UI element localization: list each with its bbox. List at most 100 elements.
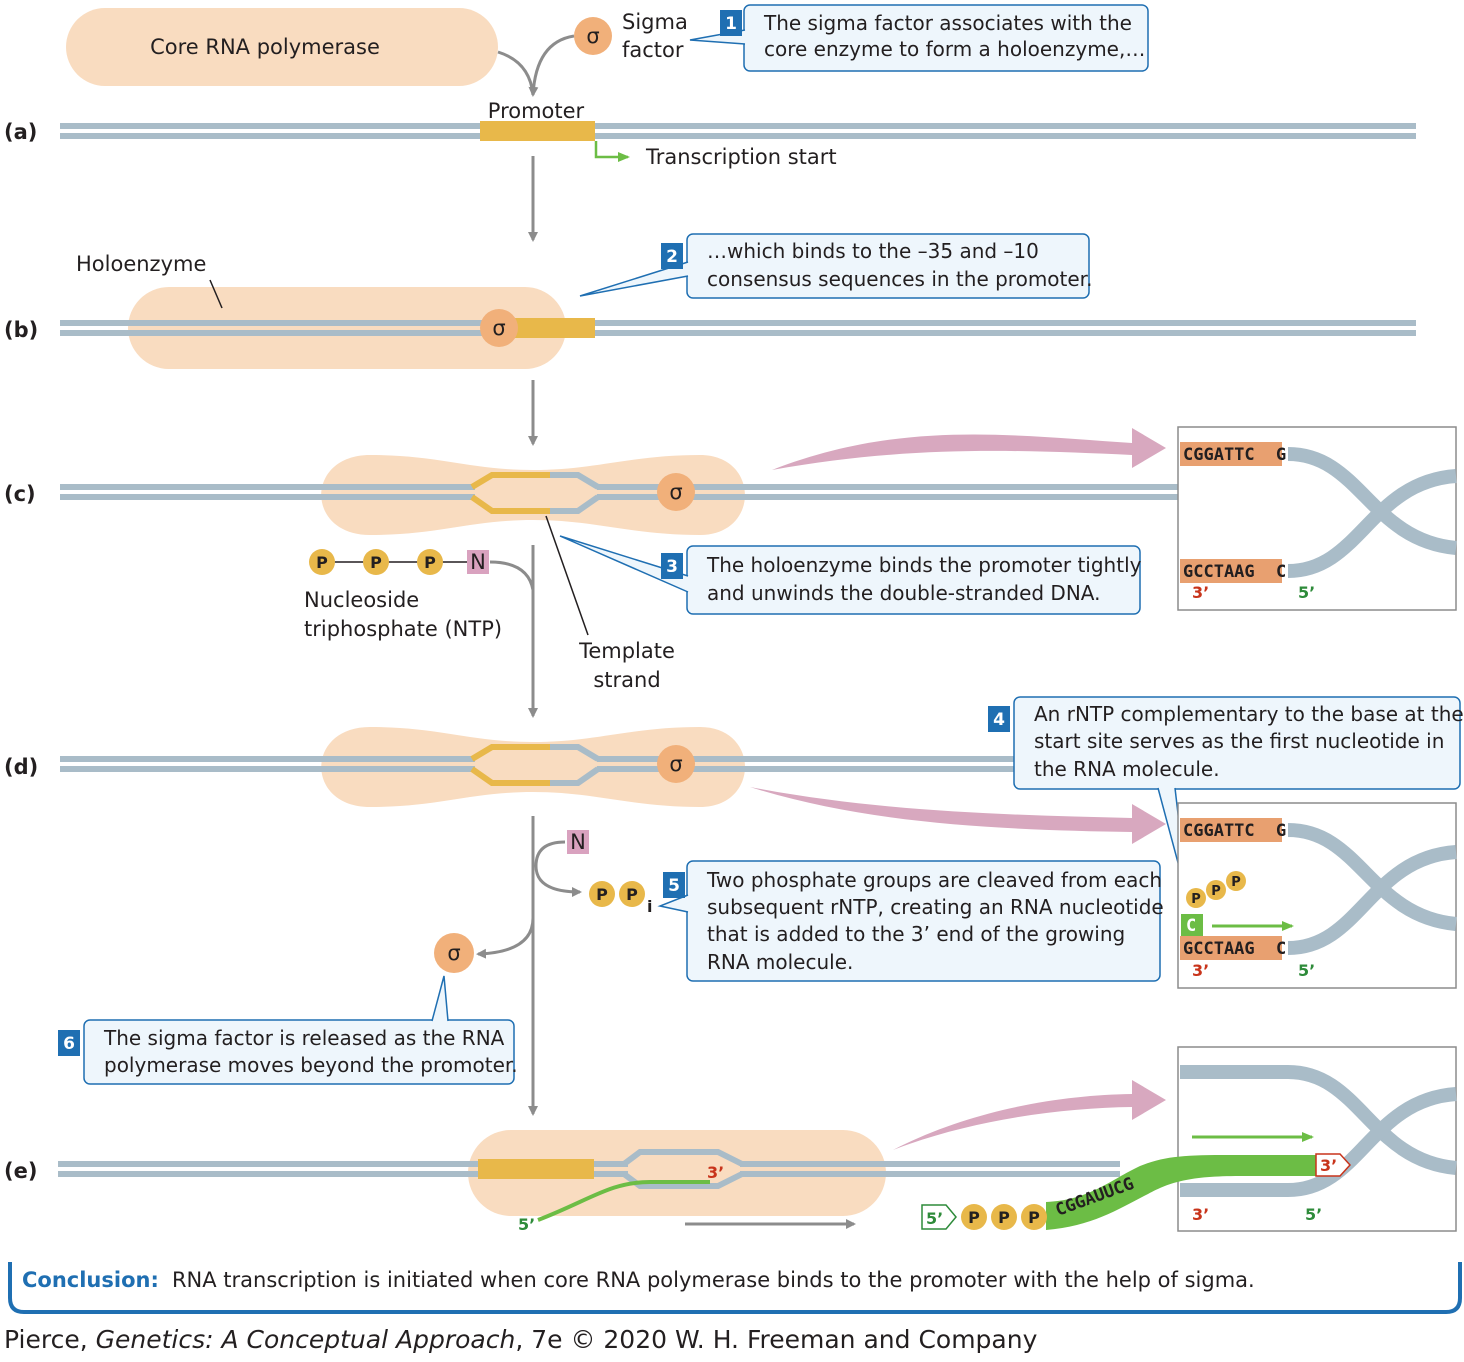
dna-top-right-c <box>597 484 1179 490</box>
svg-text:the RNA molecule.: the RNA molecule. <box>1034 757 1220 781</box>
callout-1: 1 The sigma factor associates with the c… <box>689 4 1149 72</box>
svg-text:1: 1 <box>725 14 737 34</box>
svg-text:i: i <box>647 897 652 916</box>
callout-5: 5 Two phosphate groups are cleaved from … <box>657 860 1164 982</box>
svg-text:start site serves as the first: start site serves as the first nucleotid… <box>1034 729 1444 753</box>
credit-rest: , 7e © 2020 W. H. Freeman and Company <box>515 1325 1037 1354</box>
dna-bottom-left-e <box>58 1171 628 1177</box>
dna-bottom-right-e <box>740 1171 1120 1177</box>
rntp-phosphate-1 <box>1186 888 1206 908</box>
bubble-bottom-promoter-c <box>470 494 550 514</box>
pyrophosphate-1 <box>589 881 615 907</box>
panel-b: Holoenzyme (b) σ 2 …which binds to the –… <box>4 233 1416 369</box>
dna-top-right-d <box>597 756 1015 762</box>
panel-c: (c) σ P P P N Nucleoside triphosphate (N… <box>4 426 1457 692</box>
bubble-top-promoter-c <box>470 472 550 490</box>
svg-text:P: P <box>370 553 382 572</box>
rna-phosphate-3 <box>1021 1204 1047 1230</box>
svg-text:P: P <box>1191 892 1201 907</box>
svg-text:polymerase moves beyond the pr: polymerase moves beyond the promoter. <box>104 1053 518 1077</box>
svg-text:P: P <box>1211 884 1221 899</box>
promoter-region-b <box>508 318 595 338</box>
svg-text:G: G <box>1276 445 1286 465</box>
holoenzyme-shape-c <box>321 455 745 535</box>
holoenzyme-label: Holoenzyme <box>76 252 206 276</box>
svg-text:5’: 5’ <box>518 1215 535 1234</box>
svg-text:5’: 5’ <box>1305 1205 1322 1224</box>
svg-text:3’: 3’ <box>1192 1205 1209 1224</box>
sequence-bottom-d: GCCTAAG <box>1183 939 1255 959</box>
svg-text:and unwinds the double-strande: and unwinds the double-stranded DNA. <box>707 581 1100 605</box>
sigma-release-arrow <box>476 917 535 959</box>
zoom-box-e: 3’ 5’ <box>1177 1046 1457 1232</box>
holoenzyme-shape-d <box>321 727 745 807</box>
svg-text:2: 2 <box>666 247 678 267</box>
step-number-4 <box>988 706 1010 732</box>
callout-3: 3 The holoenzyme binds the promoter tigh… <box>559 535 1142 615</box>
svg-text:3’: 3’ <box>1320 1156 1337 1175</box>
panel-e: (e) 3’ 5’ 3’ 5’ CGGAUUCG 3’ 5’ P <box>4 1046 1457 1234</box>
first-nucleotide-box <box>1181 914 1203 936</box>
svg-text:An rNTP complementary to the b: An rNTP complementary to the base at the <box>1034 702 1464 726</box>
sigma-factor-icon <box>574 17 612 55</box>
ntp-label-1: Nucleoside <box>304 588 419 612</box>
step-number-6 <box>58 1030 80 1056</box>
svg-text:C: C <box>1186 916 1196 936</box>
conclusion-body: RNA transcription is initiated when core… <box>172 1268 1255 1292</box>
promoter-region-e <box>478 1159 594 1179</box>
end-5-tag <box>921 1204 957 1230</box>
svg-text:P: P <box>1028 1208 1040 1227</box>
promoter-label: Promoter <box>488 99 585 123</box>
end-3-tag <box>1315 1153 1352 1177</box>
dna-bottom-left-d <box>60 766 475 772</box>
sigma-icon-c <box>657 473 695 511</box>
svg-text:C: C <box>1276 939 1286 959</box>
svg-text:σ: σ <box>447 941 460 965</box>
merge-arrow-right <box>528 34 575 97</box>
bubble-bottom-dna-c <box>550 494 600 514</box>
template-label-2: strand <box>593 668 660 692</box>
dna-top-left-d <box>60 756 475 762</box>
ntp-label-2: triphosphate (NTP) <box>304 617 502 641</box>
dna-strand-bottom-b <box>60 330 1416 336</box>
credit-title: Genetics: A Conceptual Approach <box>96 1325 516 1354</box>
callout-2: 2 …which binds to the –35 and –10 consen… <box>579 233 1092 299</box>
svg-text:N: N <box>570 830 586 854</box>
callout-4: 4 An rNTP complementary to the base at t… <box>988 696 1464 901</box>
svg-text:3: 3 <box>666 557 678 577</box>
zoom-arrow-d <box>750 787 1166 844</box>
svg-text:subsequent rNTP, creating an R: subsequent rNTP, creating an RNA nucleot… <box>707 895 1164 919</box>
svg-text:P: P <box>316 553 328 572</box>
sigma-symbol-b: σ <box>492 316 505 340</box>
zoom-arrow-e <box>893 1080 1166 1150</box>
dna-top-right-e <box>740 1161 1120 1167</box>
sigma-factor-label-2: factor <box>622 38 684 62</box>
svg-text:P: P <box>424 553 436 572</box>
credit-line: Pierce, Genetics: A Conceptual Approach,… <box>4 1325 1038 1354</box>
pyrophosphate-2 <box>619 881 645 907</box>
sequence-bottom-c: GCCTAAG <box>1183 562 1255 582</box>
conclusion-box: Conclusion: RNA transcription is initiat… <box>8 1262 1462 1314</box>
nucleoside-box <box>467 550 489 574</box>
step-number-1 <box>720 10 742 36</box>
panel-a-label: (a) <box>4 120 37 144</box>
svg-text:P: P <box>968 1208 980 1227</box>
sigma-icon-d <box>657 745 695 783</box>
sigma-symbol-d: σ <box>669 752 682 776</box>
dna-strand-bottom-a <box>60 133 1416 139</box>
svg-text:P: P <box>626 885 638 904</box>
zoom-box-d: CGGATTC G GCCTAAG C P P P C 3’ 5’ <box>1177 802 1457 989</box>
conclusion-text: Conclusion: RNA transcription is initiat… <box>22 1268 1255 1292</box>
dna-bottom-right-c <box>597 494 1179 500</box>
sequence-top-c: CGGATTC <box>1183 445 1255 465</box>
dna-bottom-right-d <box>597 766 1015 772</box>
phosphate-1 <box>309 549 335 575</box>
rntp-phosphate-2 <box>1206 880 1226 900</box>
zoom-box-c: CGGATTC G GCCTAAG C 3’ 5’ <box>1177 426 1457 611</box>
panel-d-label: (d) <box>4 755 38 779</box>
credit-author: Pierce, <box>4 1325 96 1354</box>
rna-transcript-e <box>537 1180 710 1222</box>
ppi-arrow <box>534 840 582 897</box>
svg-text:core enzyme to form a holoenzy: core enzyme to form a holoenzyme,… <box>764 37 1145 61</box>
svg-text:The sigma factor is released a: The sigma factor is released as the RNA <box>103 1026 505 1050</box>
